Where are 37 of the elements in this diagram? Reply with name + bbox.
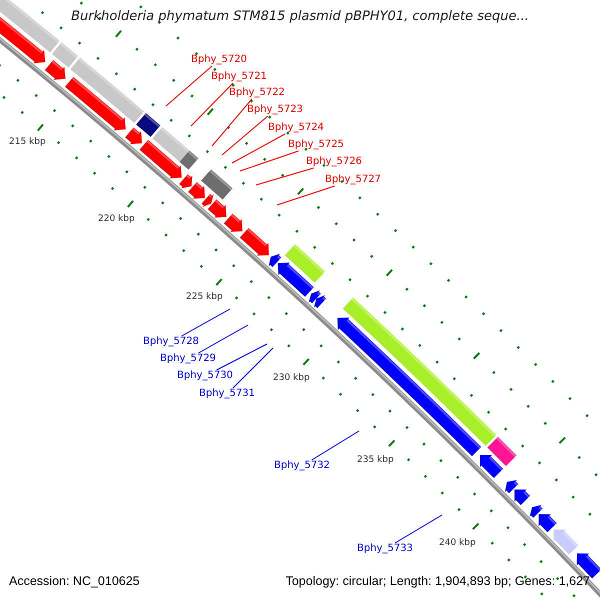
leader-line (181, 308, 230, 336)
tick-label: 225 kbp (186, 292, 223, 302)
gene-label: Bphy_5722 (229, 87, 285, 99)
gene-label: Bphy_5723 (247, 104, 303, 116)
leader-line (276, 186, 336, 206)
map-info-text: Topology: circular; Length: 1,904,893 bp; Genes: 1,627 (286, 574, 590, 588)
leader-line (394, 514, 442, 544)
leader-line (232, 134, 286, 164)
leader-line (222, 116, 268, 156)
gene-label: Bphy_5724 (268, 122, 324, 134)
leader-line (190, 82, 234, 126)
leader-line (198, 324, 248, 354)
gene-label: Bphy_5721 (211, 71, 267, 83)
leader-line (212, 98, 252, 146)
leader-line (256, 168, 314, 186)
leader-line (232, 348, 274, 388)
gene-label: Bphy_5729 (160, 353, 216, 365)
tick-label: 240 kbp (439, 538, 476, 548)
gene-label: Bphy_5726 (306, 156, 362, 168)
leader-line (166, 66, 213, 106)
gene-label: Bphy_5727 (325, 174, 381, 186)
gene-label: Bphy_5731 (199, 388, 255, 400)
gene-label: Bphy_5725 (288, 139, 344, 151)
tick-label: 235 kbp (357, 455, 394, 465)
gene-label: Bphy_5730 (177, 370, 233, 382)
gene-label: Bphy_5733 (357, 543, 413, 555)
gene-label: Bphy_5732 (274, 460, 330, 472)
tick-label: 230 kbp (273, 373, 310, 383)
tick-label: 220 kbp (98, 214, 135, 224)
leader-line (216, 344, 268, 370)
tick-label: 215 kbp (9, 137, 46, 147)
map-info-text: Accession: NC_010625 (9, 574, 140, 588)
leader-line (311, 430, 360, 460)
gene-label: Bphy_5728 (143, 336, 199, 348)
map-title: Burkholderia phymatum STM815 plasmid pBPHY01, complete seque... (70, 9, 530, 24)
gene-label: Bphy_5720 (191, 54, 247, 66)
leader-line (240, 150, 299, 172)
